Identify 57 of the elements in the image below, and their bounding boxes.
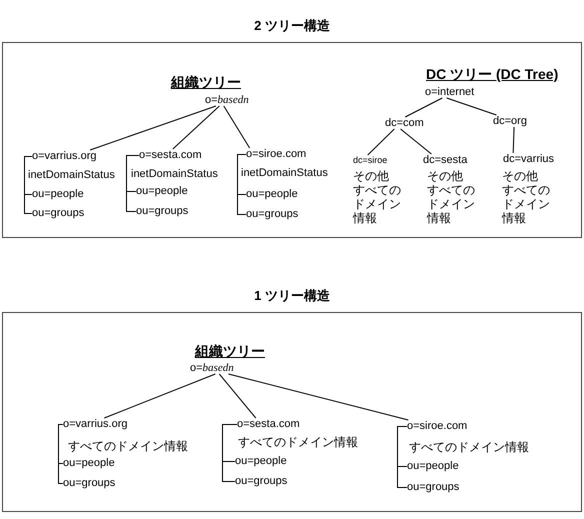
node-annotation: inetDomainStatus [241,167,328,179]
tree-node-label: ou=groups [235,475,288,487]
tree-line [367,128,395,156]
tree-node-label: ou=people [246,188,298,200]
tree-node-label: ou=people [407,460,459,472]
tree-node-label: o=basedn [205,94,249,106]
tree-line [223,106,250,148]
tree-node-label: ou=people [235,455,287,467]
tree-node-label: ou=people [32,188,84,200]
tree-line [218,374,256,418]
bracket-line [58,424,64,484]
bracket-line [126,155,140,212]
bracket-line [24,156,32,214]
tree-node-label: ou=groups [136,205,188,217]
tree-heading: 組織ツリー [195,343,265,359]
tree-line [90,106,216,150]
tree-node-label: o=siroe.com [246,148,306,160]
node-annotation: すべてのドメイン情報 [409,440,529,454]
panel-heading: 2 ツリー構造 [254,18,330,33]
tree-line [172,106,220,150]
tree-node-label: dc=varrius [503,153,554,165]
tree-node-label: ou=groups [407,481,460,493]
bracket-line [237,154,246,215]
tree-node-label: ou=groups [63,477,116,489]
bracket-line [397,426,408,488]
node-annotation: その他すべてのドメイン情報 [353,169,401,225]
tree-node-label: o=basedn [190,362,234,374]
tree-line [404,98,443,118]
tree-node-label: ou=people [63,457,115,469]
tree-node-label: ou=people [136,185,188,197]
tree-node-label: ou=groups [32,207,84,219]
bracket-line [222,424,238,482]
node-annotation: その他すべてのドメイン情報 [427,169,475,225]
node-annotation: inetDomainStatus [131,168,218,180]
node-annotation: すべてのドメイン情報 [238,435,358,449]
node-annotation: すべてのドメイン情報 [68,439,188,453]
tree-line [228,374,409,420]
tree-node-label: dc=org [493,115,527,127]
node-annotation: その他すべてのドメイン情報 [502,169,550,225]
tree-line [104,374,216,418]
tree-heading: DC ツリー (DC Tree) [426,66,558,82]
tree-node-label: dc=siroe [353,155,388,166]
node-annotation: inetDomainStatus [28,169,115,181]
tree-node-label: o=varrius.org [32,150,97,162]
tree-line [400,128,432,154]
tree-line [512,126,515,154]
tree-node-label: o=varrius.org [63,418,128,430]
tree-node-label: o=internet [425,86,474,98]
tree-node-label: dc=com [385,117,424,129]
tree-node-label: o=siroe.com [407,420,468,432]
tree-node-label: dc=sesta [423,154,468,166]
panel-heading: 1 ツリー構造 [254,288,330,303]
tree-heading: 組織ツリー [171,74,241,90]
tree-node-label: o=sesta.com [237,418,300,430]
tree-node-label: ou=groups [246,208,298,220]
tree-line [446,98,497,116]
tree-node-label: o=sesta.com [139,149,202,161]
